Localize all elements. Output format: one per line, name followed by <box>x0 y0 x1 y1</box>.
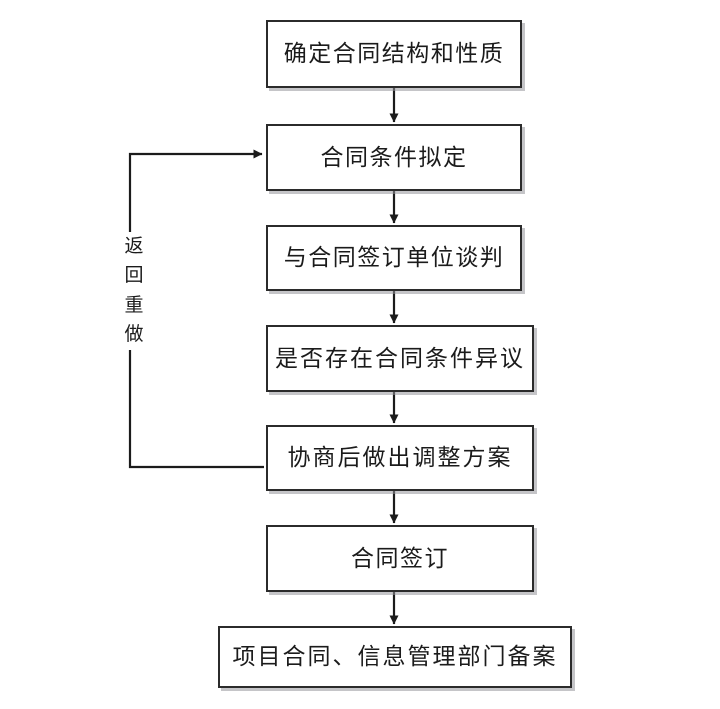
node-negotiate-with-counterparty[interactable]: 与合同签订单位谈判 <box>266 225 522 291</box>
node-file-with-departments[interactable]: 项目合同、信息管理部门备案 <box>218 626 572 688</box>
feedback-loop-label-char-2: 回 <box>124 265 144 287</box>
node-define-contract-structure[interactable]: 确定合同结构和性质 <box>266 20 522 88</box>
node-sign-contract[interactable]: 合同签订 <box>266 525 534 592</box>
node-adjust-plan-after-negotiation[interactable]: 协商后做出调整方案 <box>266 425 534 491</box>
feedback-loop-label-char-4: 做 <box>124 324 144 346</box>
node-label: 确定合同结构和性质 <box>283 41 505 67</box>
node-draft-contract-terms[interactable]: 合同条件拟定 <box>266 124 522 191</box>
node-label: 合同签订 <box>351 545 449 571</box>
node-label: 协商后做出调整方案 <box>287 445 513 471</box>
node-label: 是否存在合同条件异议 <box>275 345 525 371</box>
feedback-loop-label-char-3: 重 <box>124 294 144 316</box>
node-label: 项目合同、信息管理部门备案 <box>232 644 558 670</box>
node-check-terms-objection[interactable]: 是否存在合同条件异议 <box>266 325 534 392</box>
feedback-loop-label: 返 回 重 做 <box>118 232 150 350</box>
node-label: 合同条件拟定 <box>320 144 468 170</box>
connector-feedback-loop <box>128 149 264 469</box>
node-label: 与合同签订单位谈判 <box>283 245 505 271</box>
feedback-loop-label-char-1: 返 <box>124 236 144 257</box>
